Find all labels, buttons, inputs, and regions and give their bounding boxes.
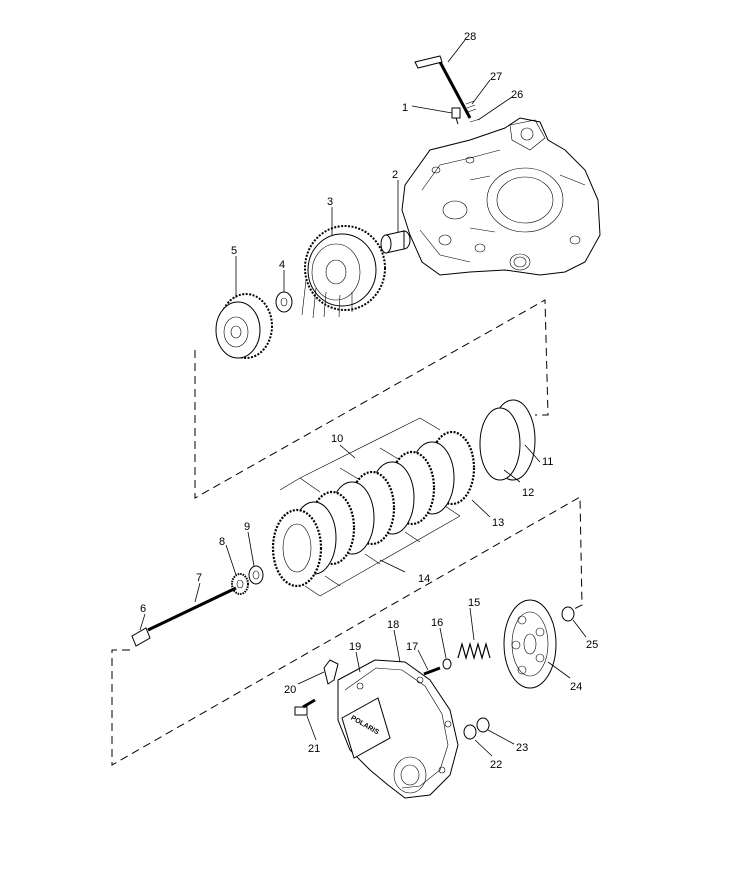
part-25-seal	[561, 606, 575, 622]
callout-6: 6	[140, 603, 146, 615]
crankcase	[401, 117, 601, 276]
callout-8: 8	[219, 536, 225, 548]
callout-12: 12	[522, 487, 534, 499]
part-28-shaft	[414, 55, 472, 119]
callout-7: 7	[196, 572, 202, 584]
callout-22: 22	[490, 759, 502, 771]
part-5-inner-hub	[215, 293, 273, 359]
callout-16: 16	[431, 617, 443, 629]
callout-19: 19	[349, 641, 361, 653]
clutch-plate-stack	[271, 430, 476, 588]
callout-17: 17	[406, 641, 418, 653]
assembly-line-lower	[111, 496, 583, 766]
callout-numbers: 1 2 3 4 5 6 7 8 9 10 11 12 13 14 15 16 1…	[140, 31, 598, 771]
callout-23: 23	[516, 742, 528, 754]
part-1-bolt	[451, 107, 461, 125]
part-20-elbow	[323, 659, 339, 685]
callout-18: 18	[387, 619, 399, 631]
part-22-seal	[463, 724, 477, 740]
callout-13: 13	[492, 517, 504, 529]
part-6-rod-end	[131, 627, 151, 647]
part-18-clutch-cover: POLARIS	[337, 659, 459, 799]
callout-27: 27	[490, 71, 502, 83]
part-23-oring	[476, 717, 490, 733]
callout-24: 24	[570, 681, 582, 693]
part-15-spring	[457, 641, 491, 661]
callout-2: 2	[392, 169, 398, 181]
callout-10: 10	[331, 433, 343, 445]
leader-lines	[139, 39, 587, 757]
part-16-washer	[442, 658, 452, 670]
callout-1: 1	[402, 102, 408, 114]
part-12-ring	[479, 407, 521, 481]
callout-3: 3	[327, 196, 333, 208]
callout-25: 25	[586, 639, 598, 651]
callout-21: 21	[308, 743, 320, 755]
part-7-pushrod	[147, 586, 237, 632]
callout-28: 28	[464, 31, 476, 43]
part-2-bushing	[380, 230, 411, 254]
part-8-nut	[231, 573, 249, 595]
callout-5: 5	[231, 245, 237, 257]
callout-20: 20	[284, 684, 296, 696]
callout-4: 4	[279, 259, 285, 271]
callout-26: 26	[511, 89, 523, 101]
part-27-spring	[465, 100, 477, 113]
callout-11: 11	[542, 456, 553, 468]
part-21-bolt	[294, 698, 316, 716]
callout-9: 9	[244, 521, 250, 533]
plate-grouping-brackets	[279, 417, 461, 597]
callout-15: 15	[468, 597, 480, 609]
part-3-clutch-basket	[301, 225, 386, 319]
callout-14: 14	[418, 573, 430, 585]
part-17-bolt	[423, 666, 441, 676]
part-24-pressure-plate	[503, 599, 557, 689]
part-9-washer	[248, 565, 264, 585]
part-4-washer	[275, 291, 293, 313]
assembly-line-upper	[194, 299, 549, 499]
